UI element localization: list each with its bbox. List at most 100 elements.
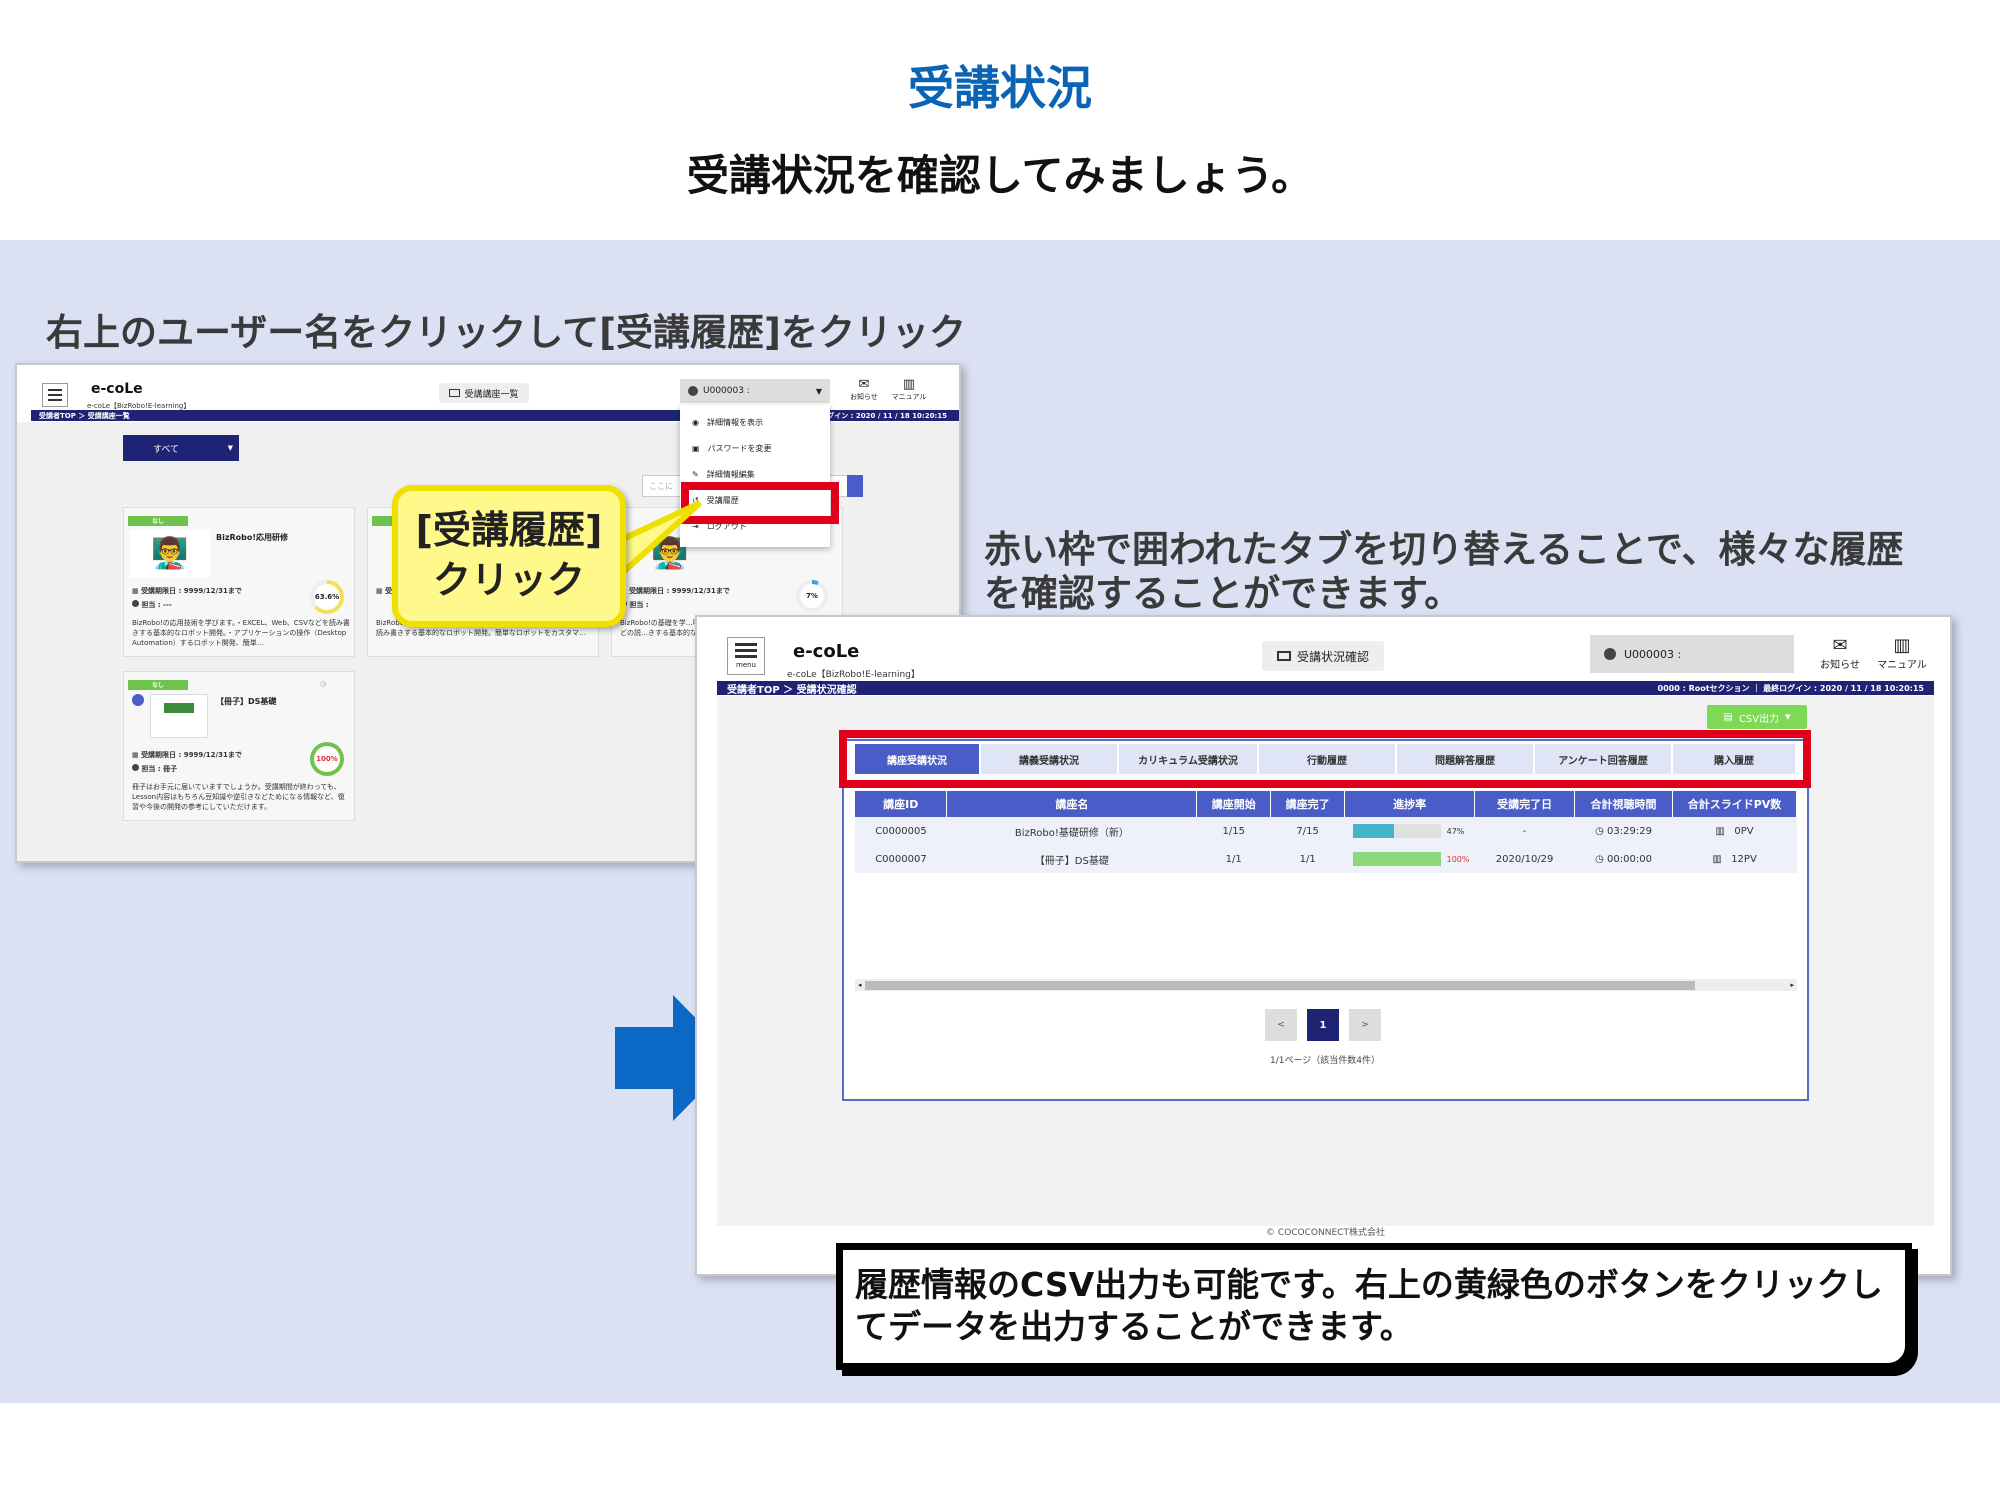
progress-ring: 100% xyxy=(310,742,344,776)
col-complete-date: 受講完了日 xyxy=(1474,791,1576,817)
page-subtitle: 受講状況を確認してみましょう。 xyxy=(686,151,1314,200)
user-icon xyxy=(132,600,139,607)
history-icon: ↺ xyxy=(692,495,699,505)
course-card[interactable]: なし ◷ 【冊子】DS基礎 ▦ 受講期限日 : 9999/12/31まで 担当 … xyxy=(123,671,355,821)
progress-rate: 100% xyxy=(1446,854,1470,864)
tab-purchase-history[interactable]: 購入履歴 xyxy=(1673,744,1797,774)
learning-status-label: 受講状況確認 xyxy=(1296,649,1369,664)
cell-course-id: C0000005 xyxy=(875,825,927,837)
logo[interactable]: e-coLe xyxy=(91,381,143,397)
cell-complete-date: 2020/10/29 xyxy=(1495,853,1554,865)
chevron-down-icon: ▼ xyxy=(1785,713,1791,721)
col-total-time: 合計視聴時間 xyxy=(1574,791,1673,817)
col-course-name: 講座名 xyxy=(946,791,1198,817)
progress-rate: 47% xyxy=(1446,826,1465,836)
tab-survey-history[interactable]: アンケート回答履歴 xyxy=(1535,744,1673,774)
search-button[interactable] xyxy=(847,475,863,497)
table-row[interactable]: C0000005 BizRobo!基礎研修（新） 1/15 7/15 47% -… xyxy=(855,817,1797,845)
menu-item-label: ログアウト xyxy=(706,521,747,531)
pager-prev-button[interactable]: < xyxy=(1265,1009,1297,1041)
pager-current-page[interactable]: 1 xyxy=(1307,1009,1339,1041)
card-title: BizRobo!応用研修 xyxy=(216,533,289,542)
breadcrumb-bar: 受講者TOP ＞ 受講講座一覧 グイン : 2020 / 11 / 18 10:… xyxy=(31,410,959,421)
filter-select[interactable]: すべて ▼ xyxy=(123,435,239,461)
file-icon: ▤ xyxy=(1723,711,1733,723)
footer-copyright: © COCOCONNECT株式会社 xyxy=(1266,1228,1385,1238)
table-header-row: 講座ID 講座名 講座開始 講座完了 進捗率 受講完了日 合計視聴時間 合計スラ… xyxy=(855,791,1797,817)
pager-next-button[interactable]: > xyxy=(1349,1009,1381,1041)
tabs-highlight-box xyxy=(839,730,1811,788)
col-progress: 進捗率 xyxy=(1344,791,1476,817)
learning-status-button[interactable]: 受講状況確認 xyxy=(1262,641,1384,671)
card-tag: なし xyxy=(128,680,188,690)
step1-instruction: 右上のユーザー名をクリックして[受講履歴]をクリック xyxy=(46,311,966,354)
tab-lecture-status[interactable]: 講義受講状況 xyxy=(981,744,1119,774)
booklet-image xyxy=(150,694,208,738)
progress-fill xyxy=(1352,852,1441,866)
notice-button[interactable]: ✉お知らせ xyxy=(849,377,879,402)
calendar-icon: ▦ xyxy=(132,587,142,595)
col-course-id: 講座ID xyxy=(855,791,948,817)
eye-icon: ◉ xyxy=(692,417,699,427)
csv-export-button[interactable]: ▤ CSV出力 ▼ xyxy=(1707,705,1807,729)
menu-item-edit[interactable]: ✎詳細情報編集 xyxy=(680,461,830,487)
user-menu-button[interactable]: U000003 : xyxy=(1590,635,1794,673)
filter-value: すべて xyxy=(153,444,180,455)
menu-item-label: 受講履歴 xyxy=(706,495,739,505)
mail-icon: ✉ xyxy=(1832,635,1848,656)
progress-value: 7% xyxy=(800,584,824,608)
breadcrumb[interactable]: 受講者TOP ＞ 受講講座一覧 xyxy=(39,411,130,420)
menu-item-history[interactable]: ↺ 受講履歴 xyxy=(680,487,830,513)
scroll-right-icon[interactable]: ▸ xyxy=(1790,981,1794,989)
cell-complete-date: - xyxy=(1522,825,1527,837)
card-description: BizRobo!の基礎を学…明から環境などの説…きする基本的なロボ… xyxy=(620,619,735,637)
history-click-callout: [受講履歴] クリック xyxy=(392,485,626,627)
login-info: グイン : 2020 / 11 / 18 10:20:15 xyxy=(827,411,947,420)
card-deadline: 受講期限日 : 9999/12/31まで xyxy=(141,587,242,595)
tab-course-status[interactable]: 講座受講状況 xyxy=(855,744,981,774)
manual-button[interactable]: ▥マニュアル xyxy=(887,377,931,402)
cell-total-pv: ▥ 0PV xyxy=(1673,817,1797,845)
clock-icon: ◷ xyxy=(320,680,327,688)
menu-icon[interactable]: menu xyxy=(727,637,765,675)
horizontal-scrollbar[interactable]: ◂ ▸ xyxy=(855,979,1797,991)
screenshot-learning-status: menu e-coLe e-coLe【BizRobo!E-learning】 受… xyxy=(695,615,1952,1276)
scrollbar-thumb[interactable] xyxy=(864,980,1695,990)
col-total-pv: 合計スライドPV数 xyxy=(1672,791,1797,817)
user-icon xyxy=(1604,648,1616,660)
menu-icon[interactable] xyxy=(42,383,68,407)
tab-curriculum-status[interactable]: カリキュラム受講状況 xyxy=(1119,744,1259,774)
tab-action-history[interactable]: 行動履歴 xyxy=(1259,744,1397,774)
menu-item-logout[interactable]: ⇥ログアウト xyxy=(680,513,830,539)
breadcrumb-bar: 受講者TOP ＞ 受講状況確認 0000 : Rootセクション ｜ 最終ログイ… xyxy=(717,681,1934,696)
total-time-value: 00:00:00 xyxy=(1607,853,1652,865)
csv-export-label: CSV出力 xyxy=(1738,713,1780,725)
menu-item-label: 詳細情報を表示 xyxy=(706,417,763,427)
menu-item-label: 詳細情報編集 xyxy=(706,469,755,479)
pv-value: 12PV xyxy=(1731,853,1757,865)
progress-fill xyxy=(1352,824,1394,838)
breadcrumb[interactable]: 受講者TOP ＞ 受講状況確認 xyxy=(727,684,857,696)
chevron-down-icon: ▼ xyxy=(227,444,233,452)
notice-label: お知らせ xyxy=(850,393,878,401)
card-teacher: 担当 : --- xyxy=(141,601,172,609)
cell-course-id: C0000007 xyxy=(875,853,927,865)
logo[interactable]: e-coLe xyxy=(793,641,860,662)
col-start: 講座開始 xyxy=(1196,791,1272,817)
course-card[interactable]: なし 👨‍🏫 BizRobo!応用研修 ▦ 受講期限日 : 9999/12/31… xyxy=(123,507,355,657)
cell-total-time: ◷ 03:29:29 xyxy=(1575,817,1673,845)
card-tag: なし xyxy=(128,516,188,526)
step2-instruction: 赤い枠で囲われたタブを切り替えることで、様々な履歴を確認することができます。 xyxy=(984,528,1904,615)
card-description: 冊子はお手元に届いていますでしょうか。受講期間が終わっても、Lesson内容はも… xyxy=(132,783,345,811)
manual-button[interactable]: ▥マニュアル xyxy=(1872,635,1932,671)
progress-value: 100% xyxy=(314,746,340,772)
menu-item-detail[interactable]: ◉ 詳細情報を表示 xyxy=(680,409,830,435)
scroll-left-icon[interactable]: ◂ xyxy=(858,981,862,989)
tab-answer-history[interactable]: 問題解答履歴 xyxy=(1397,744,1535,774)
user-menu-button[interactable]: U000003 : ▼ xyxy=(680,379,830,403)
cell-total-time: ◷ 00:00:00 xyxy=(1575,845,1673,873)
menu-item-password[interactable]: ▣パスワードを変更 xyxy=(680,435,830,461)
course-list-button[interactable]: 受講講座一覧 xyxy=(439,383,529,403)
notice-button[interactable]: ✉お知らせ xyxy=(1817,635,1863,671)
table-row[interactable]: C0000007 【冊子】DS基礎 1/1 1/1 100% 2020/10/2… xyxy=(855,845,1797,873)
